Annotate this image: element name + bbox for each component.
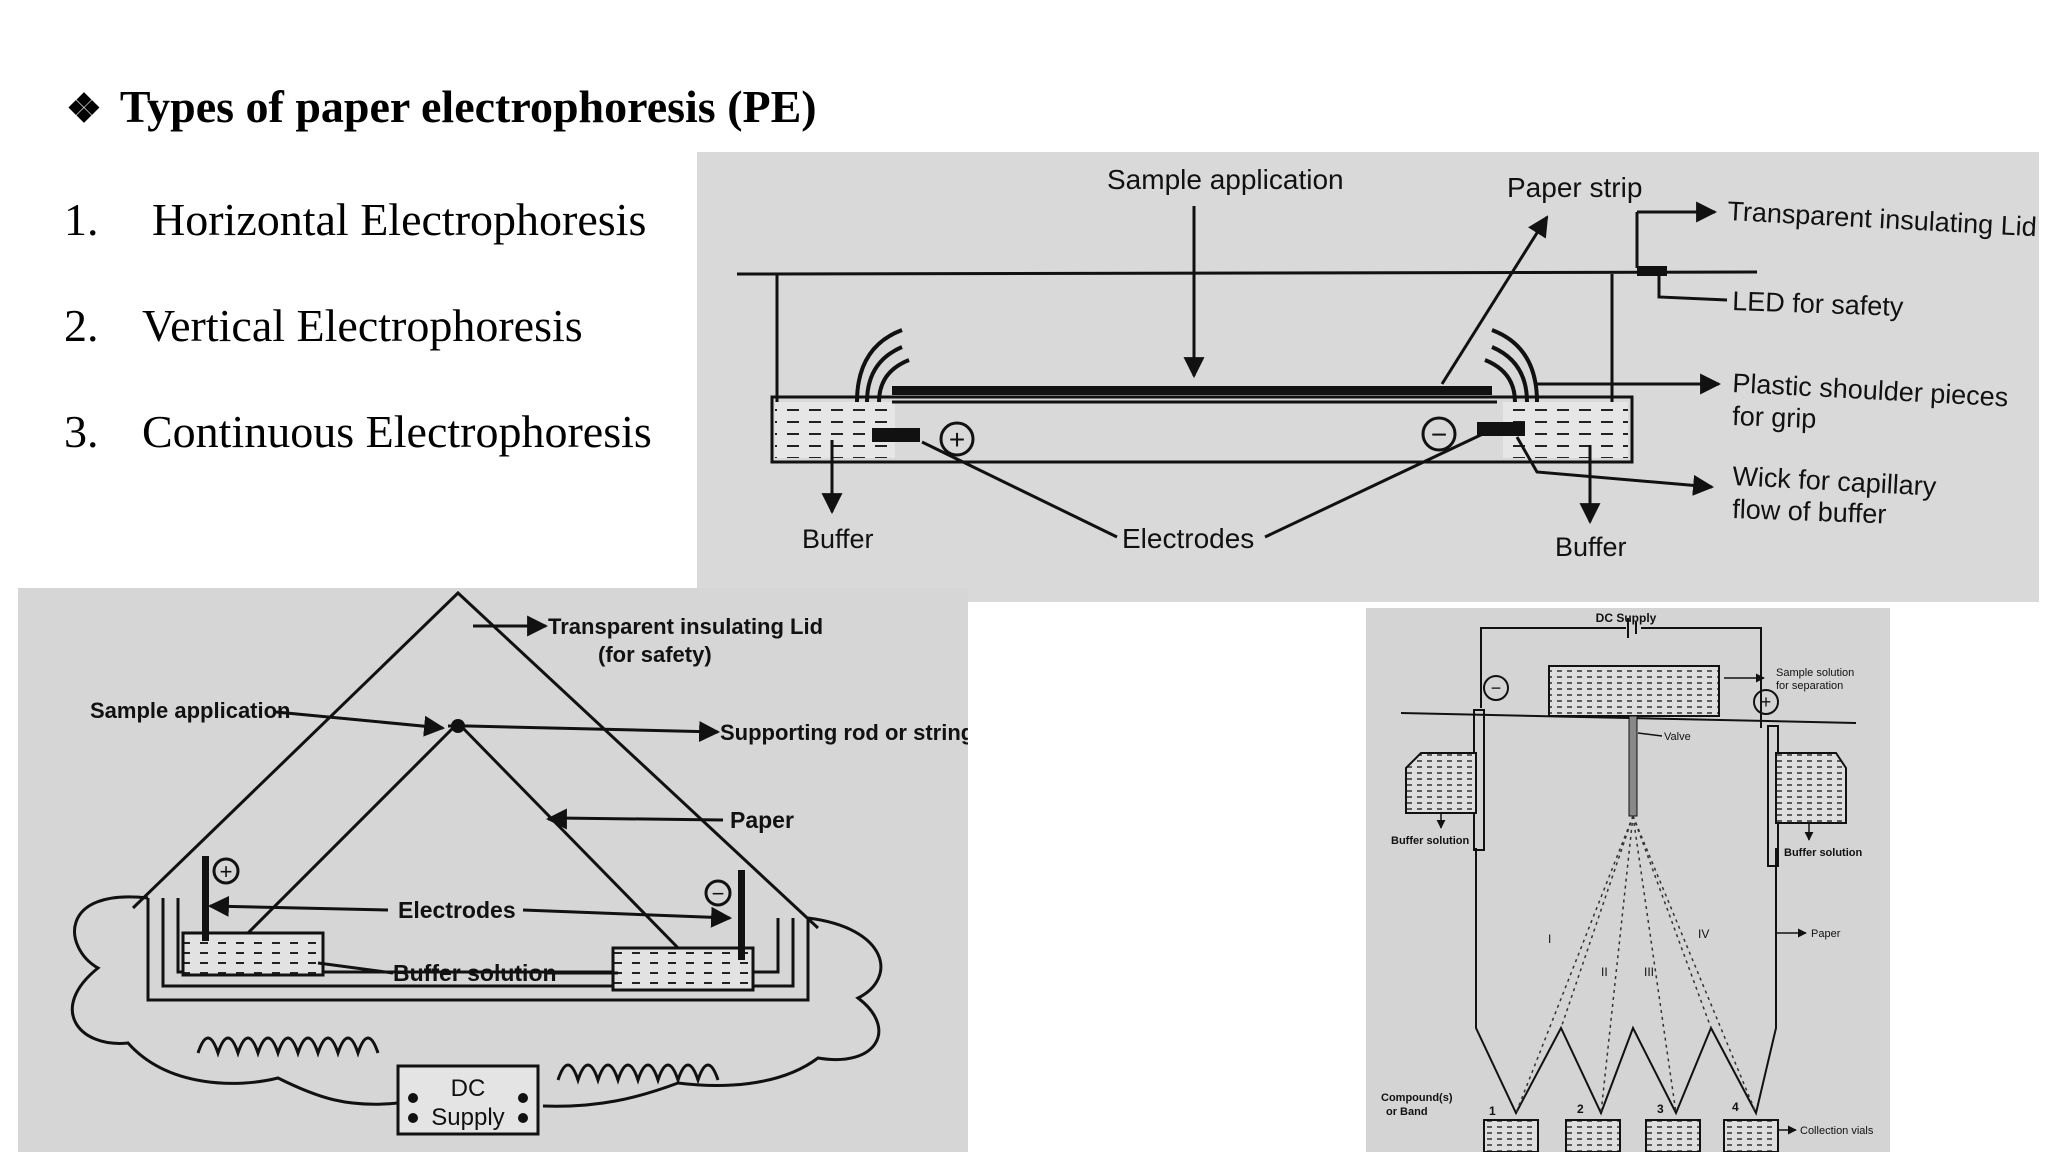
label-dc-supply: DC Supply xyxy=(1596,611,1657,625)
plus-sign: + xyxy=(220,859,233,884)
wire-left-icon xyxy=(70,895,399,1106)
collection-vial-icon xyxy=(1565,1119,1621,1152)
label-collection-vials: Collection vials xyxy=(1800,1125,1874,1137)
list-item-label: Horizontal Electrophoresis xyxy=(152,194,647,245)
label-transparent-lid: Transparent insulating Lid xyxy=(1727,196,2038,242)
list-item-label: Continuous Electrophoresis xyxy=(142,406,652,457)
label-for-separation: for separation xyxy=(1776,680,1843,692)
minus-sign: − xyxy=(1491,678,1502,698)
list-item: 1. Horizontal Electrophoresis xyxy=(64,190,652,296)
horizontal-electrophoresis-diagram: + − Sample application Paper strip Trans… xyxy=(697,152,2039,602)
plus-circle-icon xyxy=(939,421,975,457)
wire-right-icon xyxy=(542,916,883,1108)
continuous-electrophoresis-diagram: DC Supply Sample solution for separation… xyxy=(1366,608,1890,1152)
label-zone-iv: IV xyxy=(1698,927,1709,941)
label-vial-3: 3 xyxy=(1657,1102,1664,1116)
label-paper: Paper xyxy=(1811,928,1841,940)
collection-vial-icon xyxy=(1483,1119,1539,1152)
continuous-diagram-svg: DC Supply Sample solution for separation… xyxy=(1381,611,1874,1152)
electrode-left-icon xyxy=(202,856,209,941)
label-buffer-solution: Buffer solution xyxy=(393,960,557,986)
led-icon xyxy=(1637,266,1667,276)
label-vial-2: 2 xyxy=(1577,1102,1584,1116)
label-zone-i: I xyxy=(1548,932,1551,946)
minus-sign: − xyxy=(1431,419,1447,450)
label-electrodes: Electrodes xyxy=(1122,523,1254,554)
label-zone-iii: III xyxy=(1644,965,1654,979)
list-item: 2. Vertical Electrophoresis xyxy=(64,296,652,402)
diamond-bullet-icon: ❖ xyxy=(66,86,102,131)
coil-right-icon xyxy=(556,1063,720,1085)
sample-reservoir-icon xyxy=(1548,665,1720,717)
label-buffer-right: Buffer xyxy=(1555,532,1627,562)
lid-line xyxy=(736,270,1758,276)
collection-vial-icon xyxy=(1723,1119,1779,1152)
buffer-reservoir-left-icon xyxy=(1405,752,1477,814)
slide-title: ❖ Types of paper electrophoresis (PE) xyxy=(66,80,817,133)
list-item-number: 1. xyxy=(64,194,99,245)
minus-circle-icon xyxy=(1483,675,1509,701)
electrode-right-icon xyxy=(1477,422,1525,436)
label-sample-application: Sample application xyxy=(1107,164,1344,195)
separation-streams-icon xyxy=(1515,815,1757,1114)
minus-circle-icon xyxy=(704,879,732,907)
label-buffer-left: Buffer solution xyxy=(1391,835,1469,847)
label-supply: Supply xyxy=(431,1104,504,1131)
label-led-safety: LED for safety xyxy=(1732,286,1905,322)
plus-circle-icon xyxy=(212,857,240,885)
label-transparent-lid: Transparent insulating Lid xyxy=(548,614,823,639)
label-flow-of-buffer: flow of buffer xyxy=(1732,494,1887,529)
minus-sign: − xyxy=(712,881,725,906)
label-sample-solution: Sample solution xyxy=(1776,667,1854,679)
label-dc: DC xyxy=(451,1075,486,1102)
label-paper-strip: Paper strip xyxy=(1507,172,1642,203)
label-valve: Valve xyxy=(1664,731,1691,743)
label-supporting-rod: Supporting rod or string xyxy=(720,720,968,745)
plus-circle-icon xyxy=(1753,689,1779,715)
label-for-grip: for grip xyxy=(1732,401,1817,434)
label-for-safety: (for safety) xyxy=(598,642,712,667)
tent-lid-icon xyxy=(131,590,820,930)
plus-sign: + xyxy=(949,424,965,455)
paper-sheet-icon xyxy=(1475,848,1777,1116)
valve-icon xyxy=(1628,715,1638,817)
tank-outline xyxy=(770,395,1634,464)
label-buffer-left: Buffer xyxy=(802,524,874,554)
slide-title-text: Types of paper electrophoresis (PE) xyxy=(119,81,817,132)
pe-types-list: 1. Horizontal Electrophoresis 2. Vertica… xyxy=(64,190,652,508)
label-compound: Compound(s) xyxy=(1381,1092,1453,1104)
list-item-number: 2. xyxy=(64,300,99,351)
wick-left-icon xyxy=(855,328,910,403)
label-zone-ii: II xyxy=(1601,965,1608,979)
label-paper: Paper xyxy=(730,807,794,833)
wick-right-icon xyxy=(1484,328,1539,403)
label-buffer-right: Buffer solution xyxy=(1784,847,1862,859)
plus-sign: + xyxy=(1761,692,1772,712)
vertical-electrophoresis-diagram: + − DC Supply Transparent insulating Lid… xyxy=(18,588,968,1152)
buffer-trough-right-icon xyxy=(611,946,755,992)
label-electrodes: Electrodes xyxy=(398,897,516,923)
label-vial-1: 1 xyxy=(1489,1104,1496,1118)
horizontal-diagram-svg: + − Sample application Paper strip Trans… xyxy=(736,164,2038,562)
label-sample-application: Sample application xyxy=(90,698,291,723)
buffer-reservoir-right-icon xyxy=(1775,752,1847,824)
list-item: 3. Continuous Electrophoresis xyxy=(64,402,652,508)
list-item-number: 3. xyxy=(64,406,99,457)
vertical-diagram-svg: + − DC Supply Transparent insulating Lid… xyxy=(70,590,968,1136)
label-vial-4: 4 xyxy=(1732,1100,1739,1114)
label-or-band: or Band xyxy=(1386,1106,1428,1118)
coil-left-icon xyxy=(196,1036,380,1058)
electrode-left-icon xyxy=(872,428,920,442)
collection-vial-icon xyxy=(1645,1119,1701,1152)
dc-supply-box-icon xyxy=(396,1064,540,1136)
list-item-label: Vertical Electrophoresis xyxy=(142,300,583,351)
electrode-right-icon xyxy=(738,870,745,960)
paper-strip-icon xyxy=(892,386,1492,395)
minus-circle-icon xyxy=(1421,416,1457,452)
